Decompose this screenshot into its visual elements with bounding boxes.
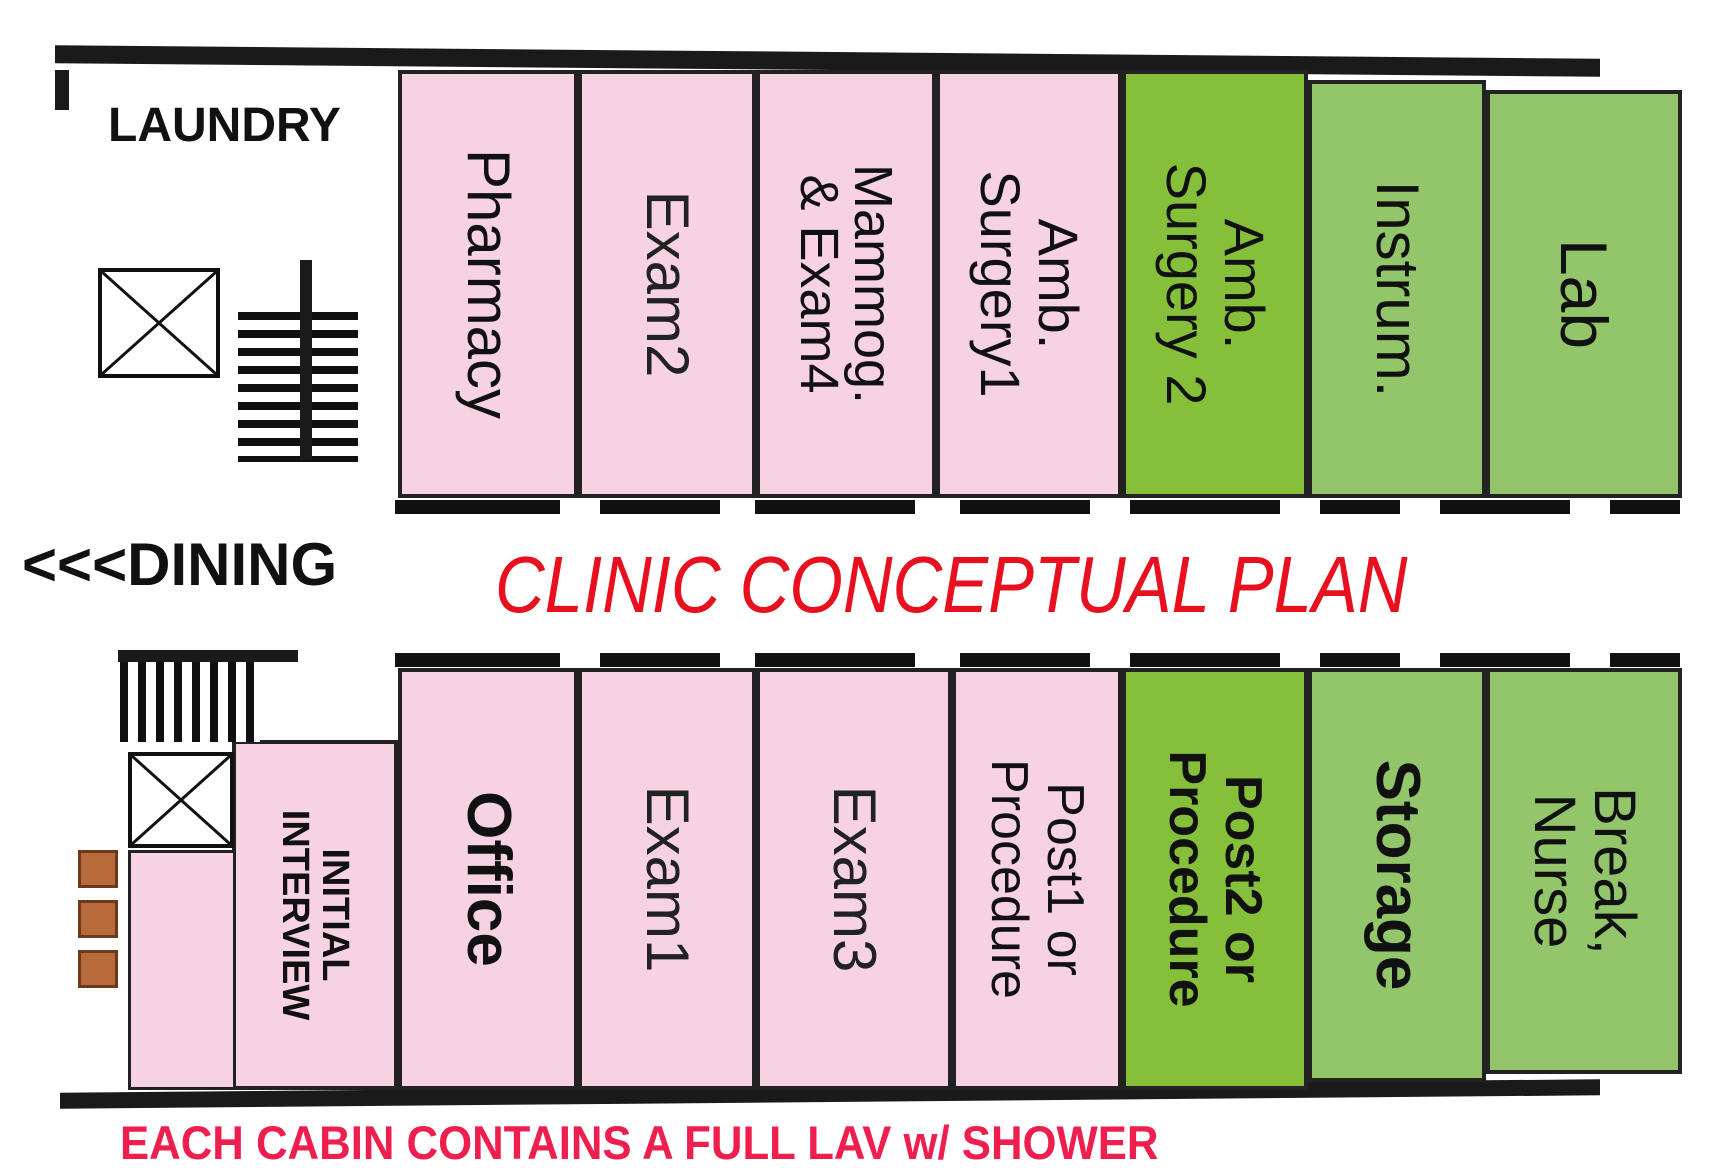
room-post2-label: Post2 or Procedure	[1158, 750, 1272, 1008]
dining-label: <<<DINING	[22, 531, 338, 598]
corridor-wall-top-3	[755, 500, 915, 514]
corridor-wall-top-4	[960, 500, 1090, 514]
corridor-wall-top-1	[395, 500, 560, 514]
room-instrum-label: Instrum.	[1364, 180, 1431, 398]
room-office-label: Office	[454, 791, 523, 967]
room-post1: Post1 or Procedure	[952, 668, 1122, 1090]
corridor-wall-bottom-2	[600, 653, 720, 667]
brown-block-2	[78, 900, 118, 938]
room-pharmacy-label: Pharmacy	[455, 148, 522, 420]
room-exam1: Exam1	[578, 668, 756, 1090]
corridor-wall-top-5	[1130, 500, 1280, 514]
room-amb-surgery1-label: Amb. Surgery1	[969, 170, 1090, 398]
room-exam2-label: Exam2	[634, 190, 701, 378]
corridor-wall-bottom-1	[395, 653, 560, 667]
laundry-label: LAUNDRY	[108, 99, 341, 152]
stairs-bottom	[120, 662, 260, 742]
stairs-bottom-top	[118, 650, 298, 662]
elevator-bottom	[128, 752, 234, 848]
room-exam3-label: Exam3	[821, 785, 888, 973]
room-amb-surgery2-label: Amb. Surgery 2	[1155, 162, 1276, 406]
room-exam1-label: Exam1	[634, 785, 701, 973]
corridor-wall-bottom-5	[1130, 653, 1280, 667]
laundry-wall	[55, 70, 69, 110]
room-mammog-label: Mammog. & Exam4	[789, 163, 903, 405]
room-initial-interview: INITIAL INTERVIEW	[232, 740, 398, 1090]
room-mammog: Mammog. & Exam4	[756, 70, 936, 498]
room-exam3: Exam3	[756, 668, 952, 1090]
stairs-top	[238, 312, 358, 462]
brown-block-1	[78, 850, 118, 888]
room-lab-label: Lab	[1547, 238, 1621, 350]
elevator-x-icon	[102, 272, 216, 374]
room-storage-label: Storage	[1363, 759, 1432, 991]
room-office: Office	[398, 668, 578, 1090]
room-pharmacy: Pharmacy	[398, 70, 578, 498]
corridor-wall-bottom-8	[1610, 653, 1680, 667]
corridor-wall-top-7	[1440, 500, 1570, 514]
elevator-x-icon-2	[132, 756, 230, 844]
corridor-wall-top-6	[1320, 500, 1400, 514]
room-break-nurse-label: Break, Nurse	[1522, 787, 1647, 955]
lobby-area	[128, 850, 236, 1090]
room-amb-surgery2: Amb. Surgery 2	[1122, 70, 1308, 498]
room-instrum: Instrum.	[1308, 80, 1486, 498]
footer-note: EACH CABIN CONTAINS A FULL LAV w/ SHOWER	[120, 1116, 1159, 1169]
corridor-wall-top-2	[600, 500, 720, 514]
room-lab: Lab	[1486, 90, 1682, 498]
room-post1-label: Post1 or Procedure	[980, 759, 1094, 999]
room-post2: Post2 or Procedure	[1122, 668, 1308, 1090]
corridor-wall-bottom-3	[755, 653, 915, 667]
room-storage: Storage	[1308, 668, 1486, 1082]
corridor-wall-top-8	[1610, 500, 1680, 514]
corridor-wall-bottom-7	[1440, 653, 1570, 667]
plan-title: CLINIC CONCEPTUAL PLAN	[495, 540, 1408, 629]
stairs-top-rail	[300, 260, 312, 460]
brown-block-3	[78, 950, 118, 988]
corridor-wall-bottom-6	[1320, 653, 1400, 667]
room-amb-surgery1: Amb. Surgery1	[936, 70, 1122, 498]
corridor-wall-bottom-4	[960, 653, 1090, 667]
room-break-nurse: Break, Nurse	[1486, 668, 1682, 1074]
elevator-top	[98, 268, 220, 378]
room-exam2: Exam2	[578, 70, 756, 498]
room-initial-interview-label: INITIAL INTERVIEW	[274, 809, 356, 1021]
